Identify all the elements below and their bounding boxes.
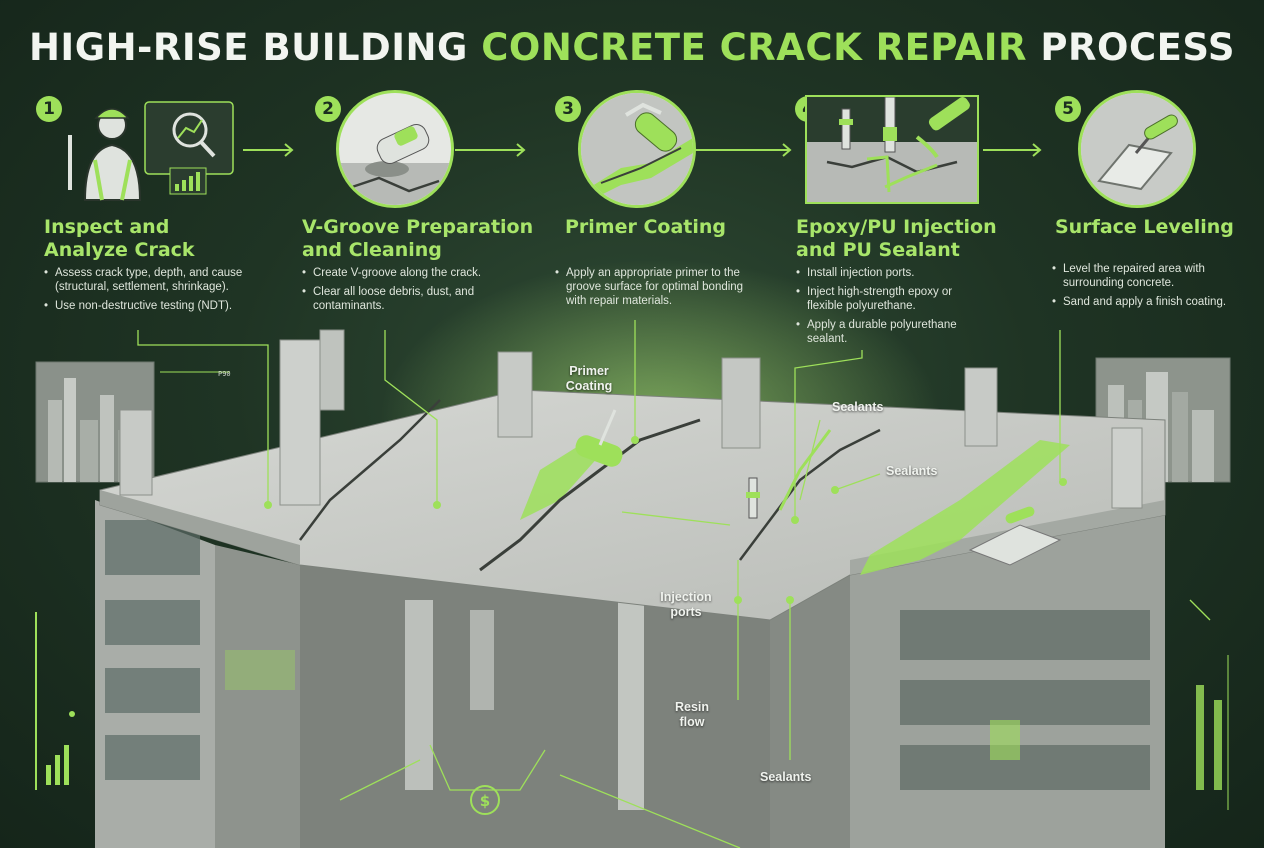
step-3-title-line-1: Primer Coating — [565, 216, 727, 238]
title-part-3: PROCESS — [1027, 26, 1236, 69]
callout-sealants-bottom: Sealants — [760, 770, 812, 784]
roof-columns — [119, 329, 1143, 509]
step-2-title: V-Groove Preparation and Cleaning — [302, 216, 533, 262]
callout-resin-flow: Resin flow — [674, 700, 710, 729]
title-part-2: CONCRETE CRACK REPAIR — [481, 26, 1028, 69]
injection-port-icon — [807, 97, 977, 202]
title-part-1: HIGH-RISE BUILDING — [28, 26, 482, 69]
callout-sealants-mid: Sealants — [886, 464, 938, 478]
step-5-circle — [1078, 90, 1196, 208]
step-4-bullet-3: Apply a durable polyurethane sealant. — [796, 318, 991, 346]
trowel-icon — [1081, 93, 1193, 205]
step-2-title-line-1: V-Groove Preparation — [302, 216, 534, 238]
connector-lines — [137, 320, 1211, 848]
step-5-title-line-1: Surface Leveling — [1055, 216, 1234, 238]
step-4-title: Epoxy/PU Injection and PU Sealant — [796, 216, 997, 262]
step-5-bullet-1: Level the repaired area with surrounding… — [1052, 262, 1242, 290]
callout-injection-ports: Injection ports — [660, 590, 712, 619]
step-1-title: Inspect and Analyze Crack — [44, 216, 195, 262]
angle-grinder-icon — [339, 124, 451, 205]
step-1-bullet-1: Assess crack type, depth, and cause (str… — [44, 266, 269, 294]
step-2-bullet-2: Clear all loose debris, dust, and contam… — [302, 285, 517, 313]
step-2-number: 2 — [315, 96, 341, 122]
inspector-icon — [68, 101, 234, 201]
callout-sealants-top: Sealants — [832, 400, 884, 414]
right-bar-decor — [1196, 655, 1229, 810]
currency-circle — [470, 785, 500, 815]
step-3-number: 3 — [555, 96, 581, 122]
step-1-title-line-2: Analyze Crack — [44, 239, 195, 261]
roof-trowel-icon — [968, 506, 1062, 566]
step-5-bullet-2: Sand and apply a finish coating. — [1052, 295, 1242, 309]
step-4-panel — [805, 95, 979, 204]
step-3-title: Primer Coating — [565, 216, 726, 239]
step-5-title: Surface Leveling — [1055, 216, 1234, 239]
step-1-bullets: Assess crack type, depth, and cause (str… — [44, 266, 269, 318]
step-3-circle — [578, 90, 696, 208]
step-1-number: 1 — [36, 96, 62, 122]
step-1-bullet-2: Use non-destructive testing (NDT). — [44, 299, 269, 313]
callout-primer-coating: Primer Coating — [565, 364, 613, 393]
dollar-icon: $ — [480, 792, 490, 810]
page-title: HIGH-RISE BUILDING CONCRETE CRACK REPAIR… — [0, 26, 1264, 69]
roof-roller-icon — [575, 409, 623, 467]
step-4-title-line-1: Epoxy/PU Injection — [796, 216, 997, 238]
step-1-title-line-1: Inspect and — [44, 216, 170, 238]
step-4-bullets: Install injection ports. Inject high-str… — [796, 266, 991, 351]
step-2-title-line-2: and Cleaning — [302, 239, 442, 261]
step-2-circle — [336, 90, 454, 208]
step-4-bullet-1: Install injection ports. — [796, 266, 991, 280]
step-4-bullet-2: Inject high-strength epoxy or flexible p… — [796, 285, 991, 313]
step-5-number: 5 — [1055, 96, 1081, 122]
left-bar-decor — [35, 612, 75, 790]
step-3-bullets: Apply an appropriate primer to the groov… — [555, 266, 760, 313]
flow-arrows — [243, 143, 1042, 157]
step-4-title-line-2: and PU Sealant — [796, 239, 960, 261]
building-body — [95, 500, 1165, 848]
small-code-label: P90 — [218, 370, 231, 378]
step-2-bullets: Create V-groove along the crack. Clear a… — [302, 266, 517, 318]
step-2-bullet-1: Create V-groove along the crack. — [302, 266, 517, 280]
connector-dots — [264, 436, 1067, 604]
step-3-bullet-1: Apply an appropriate primer to the groov… — [555, 266, 760, 308]
step-5-bullets: Level the repaired area with surrounding… — [1052, 262, 1242, 314]
roof-injection-port-icon — [746, 477, 760, 519]
paint-roller-icon — [581, 93, 693, 205]
